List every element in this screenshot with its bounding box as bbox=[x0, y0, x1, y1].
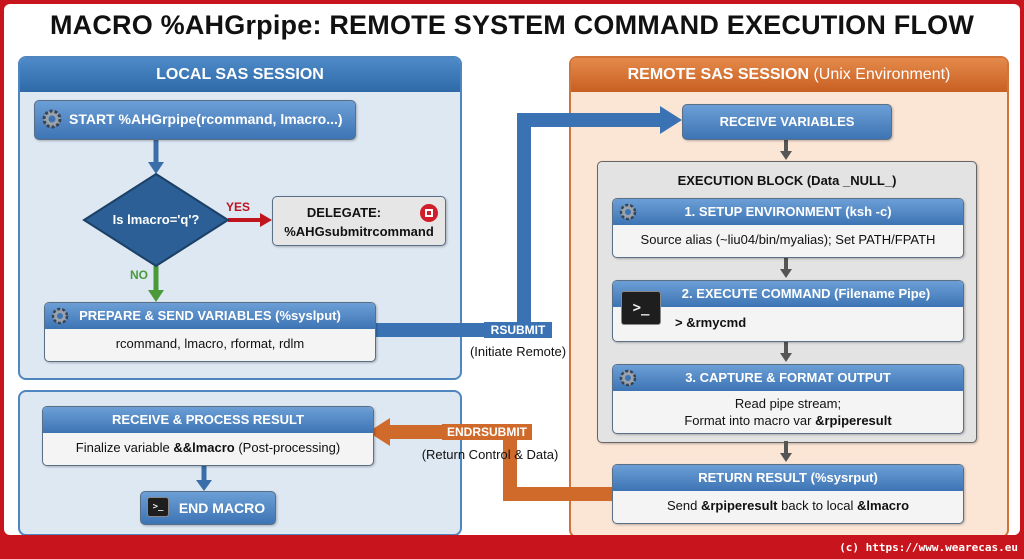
delegate-node: DELEGATE: %AHGsubmitrcommand bbox=[272, 196, 446, 246]
receive-process-title: RECEIVE & PROCESS RESULT bbox=[43, 407, 373, 433]
remote-session-header: REMOTE SAS SESSION (Unix Environment) bbox=[571, 58, 1007, 92]
capture-format-body-var: &rpiperesult bbox=[815, 413, 892, 428]
execution-block-title: EXECUTION BLOCK (Data _NULL_) bbox=[677, 173, 897, 188]
rsubmit-sublabel: (Initiate Remote) bbox=[469, 344, 567, 359]
delegate-value: %AHGsubmitrcommand bbox=[284, 224, 434, 239]
no-label: NO bbox=[130, 268, 148, 282]
return-result-body-var2: &lmacro bbox=[857, 498, 910, 513]
setup-environment-node: 1. SETUP ENVIRONMENT (ksh -c) Source ali… bbox=[612, 198, 964, 258]
end-macro-node: >_ END MACRO bbox=[140, 491, 276, 525]
receive-process-body-prefix: Finalize variable bbox=[75, 440, 174, 455]
receive-process-body-var: &&lmacro bbox=[173, 440, 235, 455]
start-label: START %AHGrpipe(rcommand, lmacro...) bbox=[69, 111, 343, 127]
local-session-header: LOCAL SAS SESSION bbox=[20, 58, 460, 92]
capture-format-body-line1: Read pipe stream; bbox=[734, 396, 842, 411]
rsubmit-arrowhead bbox=[660, 106, 682, 134]
receive-variables-label: RECEIVE VARIABLES bbox=[719, 114, 855, 129]
terminal-icon: >_ bbox=[621, 291, 661, 325]
arrowhead-step2-to-step3 bbox=[780, 353, 792, 362]
end-macro-label: END MACRO bbox=[178, 500, 266, 516]
return-result-body-mid: back to local bbox=[777, 498, 858, 513]
rsubmit-path bbox=[376, 113, 662, 337]
gear-icon bbox=[39, 106, 65, 137]
receive-process-node: RECEIVE & PROCESS RESULT Finalize variab… bbox=[42, 406, 374, 466]
stop-icon bbox=[419, 203, 439, 228]
arrowhead-exec-to-return bbox=[780, 453, 792, 462]
capture-format-header: 3. CAPTURE & FORMAT OUTPUT bbox=[613, 365, 963, 391]
diagram-title: MACRO %AHGrpipe: REMOTE SYSTEM COMMAND E… bbox=[49, 10, 975, 40]
gear-icon bbox=[49, 305, 71, 336]
start-node: START %AHGrpipe(rcommand, lmacro...) bbox=[34, 100, 356, 140]
terminal-icon: >_ bbox=[147, 497, 169, 517]
endrsubmit-label: ENDRSUBMIT bbox=[442, 424, 532, 440]
return-result-node: RETURN RESULT (%sysrput) Send &rpiperesu… bbox=[612, 464, 964, 524]
prepare-send-header: PREPARE & SEND VARIABLES (%syslput) bbox=[45, 303, 375, 329]
setup-environment-header: 1. SETUP ENVIRONMENT (ksh -c) bbox=[613, 199, 963, 225]
capture-format-body-prefix: Format into macro var bbox=[684, 413, 816, 428]
receive-process-body-suffix: (Post-processing) bbox=[234, 440, 341, 455]
arrowhead-receive-to-exec bbox=[780, 151, 792, 160]
return-result-body-var1: &rpiperesult bbox=[700, 498, 778, 513]
setup-environment-body: Source alias (~liu04/bin/myalias); Set P… bbox=[640, 232, 936, 247]
endrsubmit-sublabel: (Return Control & Data) bbox=[421, 447, 559, 462]
receive-variables-node: RECEIVE VARIABLES bbox=[682, 104, 892, 140]
arrowhead-start-to-decision bbox=[148, 162, 164, 174]
arrowhead-receive-to-end bbox=[196, 480, 212, 491]
capture-format-title: 3. CAPTURE & FORMAT OUTPUT bbox=[685, 370, 891, 385]
execute-command-body: > &rmycmd bbox=[675, 315, 747, 330]
diagram-frame: MACRO %AHGrpipe: REMOTE SYSTEM COMMAND E… bbox=[4, 4, 1020, 535]
rsubmit-label: RSUBMIT bbox=[484, 322, 552, 338]
capture-format-node: 3. CAPTURE & FORMAT OUTPUT Read pipe str… bbox=[612, 364, 964, 434]
copyright-footer: (c) https://www.wearecas.eu bbox=[839, 541, 1018, 554]
gear-icon bbox=[617, 367, 639, 398]
delegate-title: DELEGATE: bbox=[306, 205, 382, 220]
execute-command-node: 2. EXECUTE COMMAND (Filename Pipe) > &rm… bbox=[612, 280, 964, 342]
capture-format-body-line2: Format into macro var &rpiperesult bbox=[613, 412, 963, 429]
arrowhead-yes bbox=[260, 213, 272, 227]
prepare-send-title: PREPARE & SEND VARIABLES (%syslput) bbox=[79, 308, 341, 323]
decision-diamond bbox=[82, 172, 230, 268]
endrsubmit-arrowhead bbox=[368, 418, 390, 446]
return-result-body-prefix: Send bbox=[666, 498, 701, 513]
return-result-body: Send &rpiperesult back to local &lmacro bbox=[613, 491, 963, 521]
yes-label: YES bbox=[226, 200, 251, 214]
gear-icon bbox=[617, 201, 639, 232]
arrowhead-no bbox=[148, 290, 164, 302]
remote-session-header-suffix: (Unix Environment) bbox=[809, 66, 951, 83]
endrsubmit-path bbox=[388, 425, 612, 501]
return-result-title: RETURN RESULT (%sysrput) bbox=[613, 465, 963, 491]
prepare-send-node: PREPARE & SEND VARIABLES (%syslput) rcom… bbox=[44, 302, 376, 362]
execute-command-title: 2. EXECUTE COMMAND (Filename Pipe) bbox=[613, 281, 963, 307]
remote-session-header-title: REMOTE SAS SESSION bbox=[627, 66, 809, 83]
receive-process-body: Finalize variable &&lmacro (Post-process… bbox=[43, 433, 373, 463]
setup-environment-title: 1. SETUP ENVIRONMENT (ksh -c) bbox=[684, 204, 892, 219]
decision-label: Is lmacro='q'? bbox=[112, 212, 200, 227]
arrowhead-step1-to-step2 bbox=[780, 269, 792, 278]
prepare-send-body: rcommand, lmacro, rformat, rdlm bbox=[115, 336, 305, 351]
